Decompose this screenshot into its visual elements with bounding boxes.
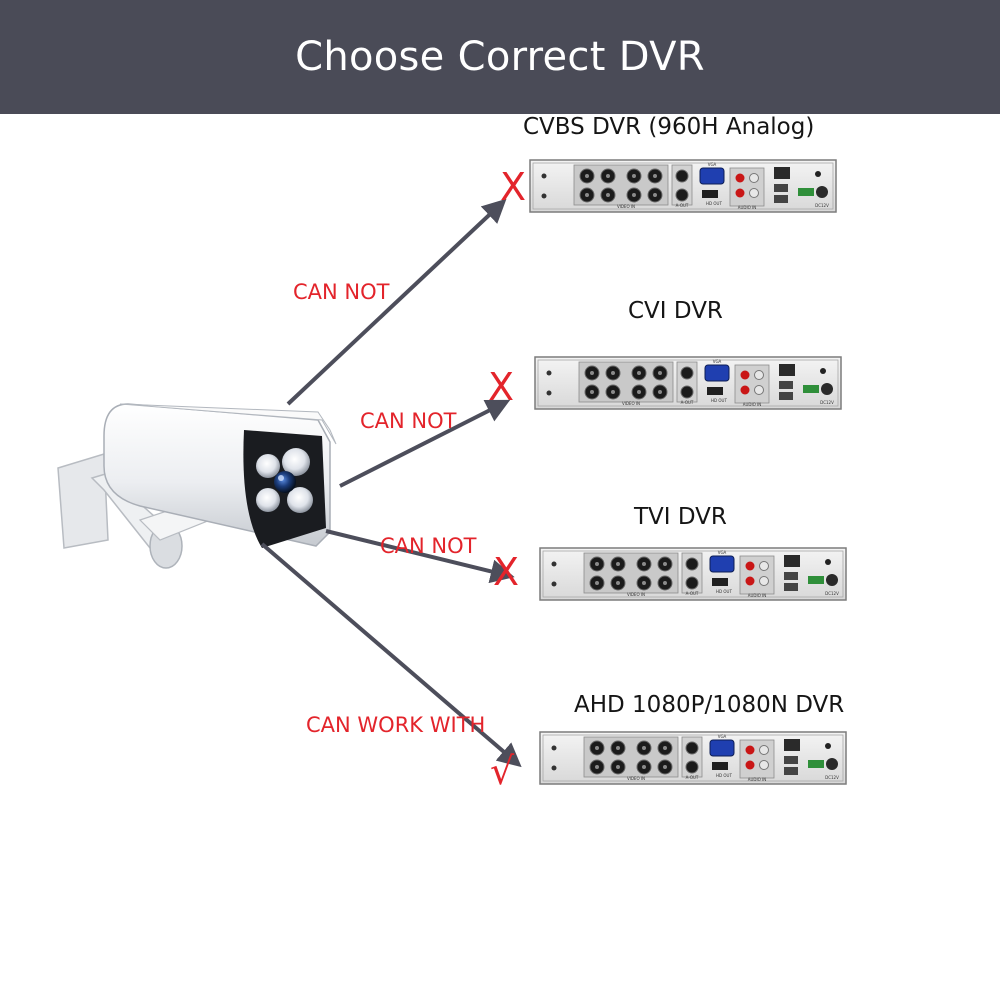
panel-label: HD OUT <box>706 201 722 206</box>
panel-label: DC12V <box>815 203 829 208</box>
panel-label: DC12V <box>825 775 839 780</box>
dvr-unit-cvi: VIDEO IN A-OUT VGA HD OUT AUDIO IN DC12V <box>534 356 842 410</box>
relation-label-cvi: CAN NOT <box>360 409 457 433</box>
dvr-label-ahd: AHD 1080P/1080N DVR <box>574 692 845 718</box>
panel-label: VGA <box>718 734 727 739</box>
panel-label: DC12V <box>820 400 834 405</box>
panel-label: HD OUT <box>716 589 732 594</box>
panel-label: VGA <box>713 359 722 364</box>
bullet-camera <box>57 403 337 569</box>
incompatible-mark-cvi: X <box>488 365 515 409</box>
title-banner: Choose Correct DVR <box>0 0 1000 114</box>
dvr-unit-tvi: VIDEO IN A-OUT VGA HD OUT AUDIO IN DC12V <box>539 547 847 601</box>
arrow-to-tvi <box>325 529 515 584</box>
panel-label: VGA <box>708 162 717 167</box>
panel-label: AUDIO IN <box>748 593 767 598</box>
incompatible-mark-tvi: X <box>493 550 520 594</box>
dvr-label-cvbs: CVBS DVR (960H Analog) <box>523 114 815 140</box>
panel-label: AUDIO IN <box>748 777 767 782</box>
panel-label: A-OUT <box>686 591 699 596</box>
dvr-unit-ahd: VIDEO IN A-OUT VGA HD OUT AUDIO IN DC12V <box>539 731 847 785</box>
camera-lens-assembly <box>256 448 313 513</box>
connection-arrows <box>260 198 522 768</box>
panel-label: A-OUT <box>686 775 699 780</box>
relation-label-tvi: CAN NOT <box>380 534 477 558</box>
page-title: Choose Correct DVR <box>295 34 705 80</box>
panel-label: VIDEO IN <box>617 204 635 209</box>
panel-label: A-OUT <box>676 203 689 208</box>
panel-label: VIDEO IN <box>627 592 645 597</box>
panel-label: A-OUT <box>681 400 694 405</box>
arrow-to-cvbs <box>286 198 507 406</box>
compatible-mark-ahd: √ <box>490 749 515 793</box>
incompatible-mark-cvbs: X <box>500 165 527 209</box>
dvr-unit-cvbs: VIDEO IN A-OUT VGA HD OUT AUDIO IN DC12V <box>529 159 837 213</box>
relation-label-ahd: CAN WORK WITH <box>306 713 486 737</box>
dvr-label-tvi: TVI DVR <box>634 504 727 530</box>
panel-label: VGA <box>718 550 727 555</box>
panel-label: AUDIO IN <box>743 402 762 407</box>
panel-label: AUDIO IN <box>738 205 757 210</box>
arrow-to-cvi <box>339 399 511 488</box>
panel-label: DC12V <box>825 591 839 596</box>
arrow-to-ahd <box>260 542 522 768</box>
panel-label: VIDEO IN <box>622 401 640 406</box>
panel-label: HD OUT <box>711 398 727 403</box>
dvr-label-cvi: CVI DVR <box>628 298 723 324</box>
relation-label-cvbs: CAN NOT <box>293 280 390 304</box>
camera-mount <box>57 453 211 569</box>
panel-label: VIDEO IN <box>627 776 645 781</box>
panel-label: HD OUT <box>716 773 732 778</box>
